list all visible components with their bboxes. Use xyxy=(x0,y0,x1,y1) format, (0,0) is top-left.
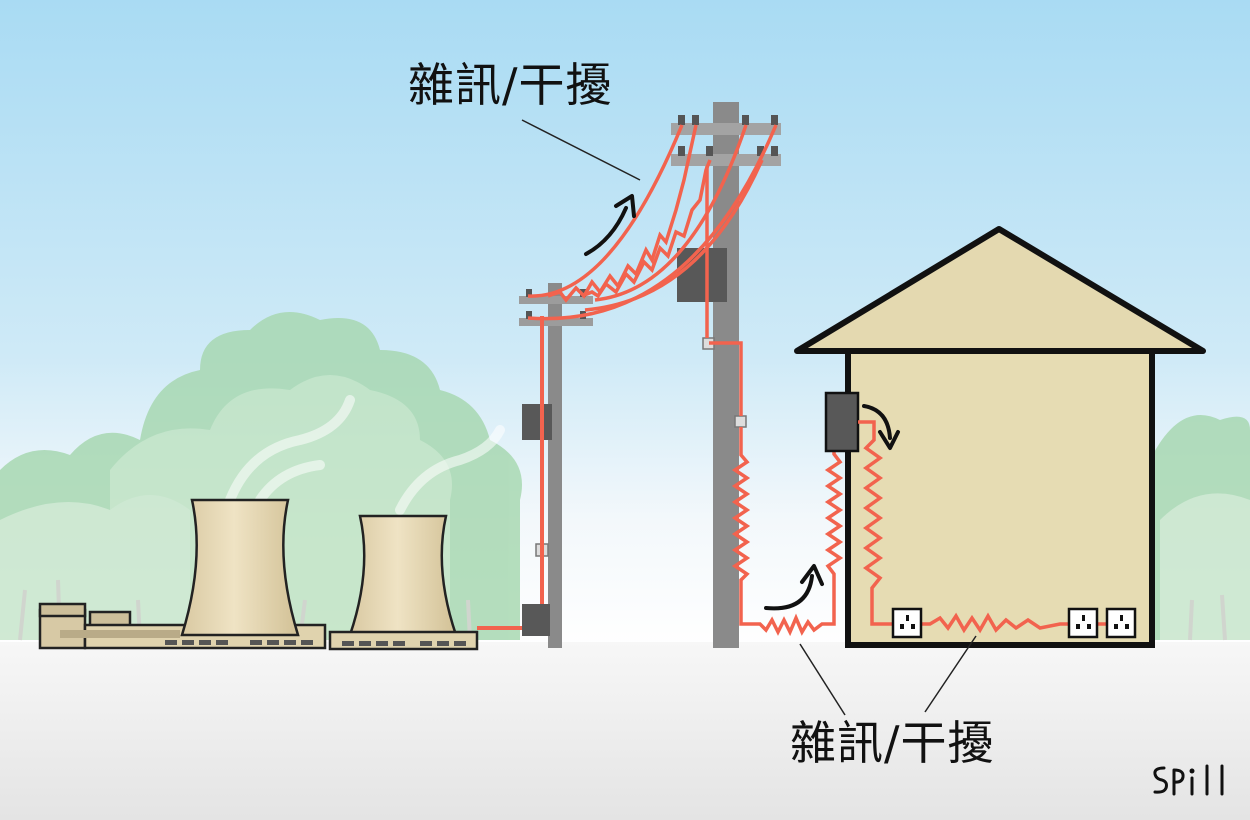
transformer-icon xyxy=(677,248,727,302)
noise-label-bottom: 雜訊/干擾 xyxy=(790,716,995,770)
utility-pole-icon xyxy=(519,283,593,648)
utility-pole-icon xyxy=(671,102,781,648)
curved-arrow-icon xyxy=(862,404,900,450)
overhead-power-lines xyxy=(527,124,778,321)
cooling-tower-icon xyxy=(328,514,479,651)
curved-arrow-icon xyxy=(764,564,824,611)
electric-meter-icon xyxy=(824,391,860,453)
curved-arrow-icon xyxy=(584,194,636,256)
transformer-icon xyxy=(522,604,550,636)
power-socket-icon xyxy=(891,607,1137,639)
noise-label-top: 雜訊/干擾 xyxy=(408,58,613,112)
cooling-tower-icon xyxy=(180,498,300,637)
leader-lines xyxy=(521,119,977,716)
power-station-icon xyxy=(38,395,505,650)
noise-wire-ground xyxy=(731,427,844,637)
house-icon xyxy=(794,226,1206,648)
spill-logo xyxy=(1153,764,1224,796)
ground xyxy=(0,642,1250,820)
tree-cluster-right xyxy=(1150,415,1250,641)
transformer-icon xyxy=(522,404,552,440)
